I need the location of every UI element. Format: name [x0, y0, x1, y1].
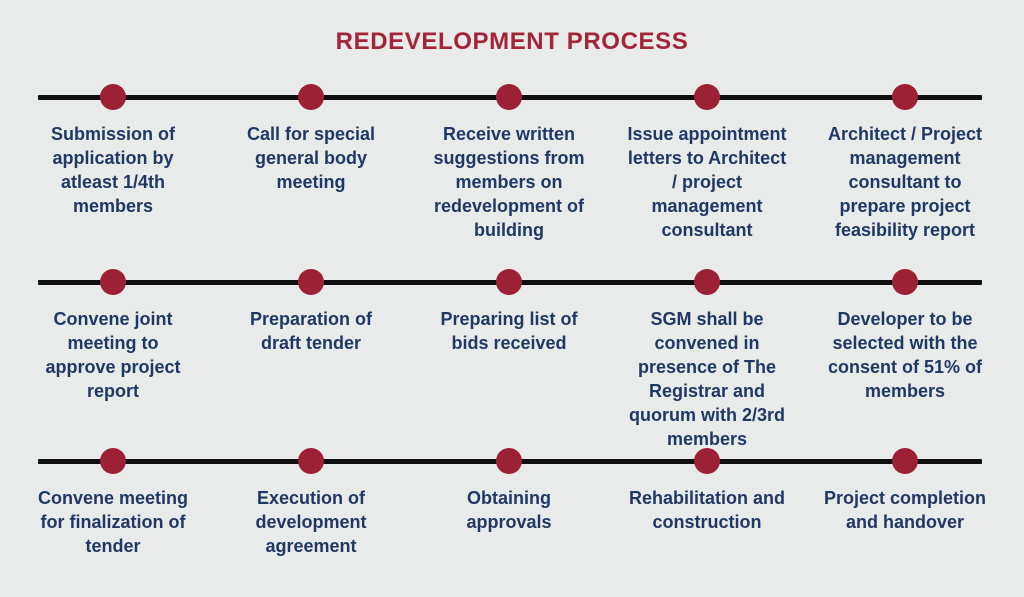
timeline-dot-icon	[298, 84, 324, 110]
timeline-dot-icon	[496, 84, 522, 110]
step: Preparation of draft tender	[212, 269, 410, 451]
step: Issue appointment letters to Architect /…	[608, 84, 806, 242]
step: Rehabilitation and construction	[608, 448, 806, 558]
step-label: Obtaining approvals	[466, 488, 552, 532]
timeline-row-2: Convene joint meeting to approve project…	[14, 269, 1004, 451]
step-label: Call for special general body meeting	[246, 124, 376, 192]
timeline-dot-icon	[298, 448, 324, 474]
step: Convene joint meeting to approve project…	[14, 269, 212, 451]
step-label: Convene joint meeting to approve project…	[45, 309, 181, 401]
step: SGM shall be convened in presence of The…	[608, 269, 806, 451]
step: Receive written suggestions from members…	[410, 84, 608, 242]
step: Developer to be selected with the consen…	[806, 269, 1004, 451]
step: Architect / Project management consultan…	[806, 84, 1004, 242]
step-label: Convene meeting for finalization of tend…	[37, 488, 189, 556]
timeline-dot-icon	[100, 269, 126, 295]
page-title: REDEVELOPMENT PROCESS	[335, 28, 689, 55]
step-label: Rehabilitation and construction	[628, 488, 785, 532]
step-label: Preparing list of bids received	[440, 309, 578, 353]
timeline-dot-icon	[694, 269, 720, 295]
step: Project completion and handover	[806, 448, 1004, 558]
timeline-row-3: Convene meeting for finalization of tend…	[14, 448, 1004, 558]
timeline-dot-icon	[496, 269, 522, 295]
timeline-dot-icon	[496, 448, 522, 474]
step-label: Developer to be selected with the consen…	[827, 309, 983, 401]
timeline-dot-icon	[892, 84, 918, 110]
step: Convene meeting for finalization of tend…	[14, 448, 212, 558]
timeline-dot-icon	[694, 84, 720, 110]
step-label: Project completion and handover	[823, 488, 987, 532]
step: Preparing list of bids received	[410, 269, 608, 451]
timeline-dot-icon	[694, 448, 720, 474]
step-label: Execution of development agreement	[255, 488, 367, 556]
step: Execution of development agreement	[212, 448, 410, 558]
step-label: Receive written suggestions from members…	[433, 124, 585, 240]
step-label: Preparation of draft tender	[249, 309, 373, 353]
step: Call for special general body meeting	[212, 84, 410, 242]
timeline-dot-icon	[100, 84, 126, 110]
step-label: Architect / Project management consultan…	[827, 124, 983, 240]
step: Submission of application by atleast 1/4…	[14, 84, 212, 242]
step: Obtaining approvals	[410, 448, 608, 558]
timeline-dot-icon	[298, 269, 324, 295]
timeline-dot-icon	[100, 448, 126, 474]
step-label: Submission of application by atleast 1/4…	[50, 124, 175, 216]
timeline-dot-icon	[892, 269, 918, 295]
step-label: Issue appointment letters to Architect /…	[627, 124, 787, 240]
step-label: SGM shall be convened in presence of The…	[628, 309, 785, 449]
timeline-dot-icon	[892, 448, 918, 474]
timeline-row-1: Submission of application by atleast 1/4…	[14, 84, 1004, 242]
